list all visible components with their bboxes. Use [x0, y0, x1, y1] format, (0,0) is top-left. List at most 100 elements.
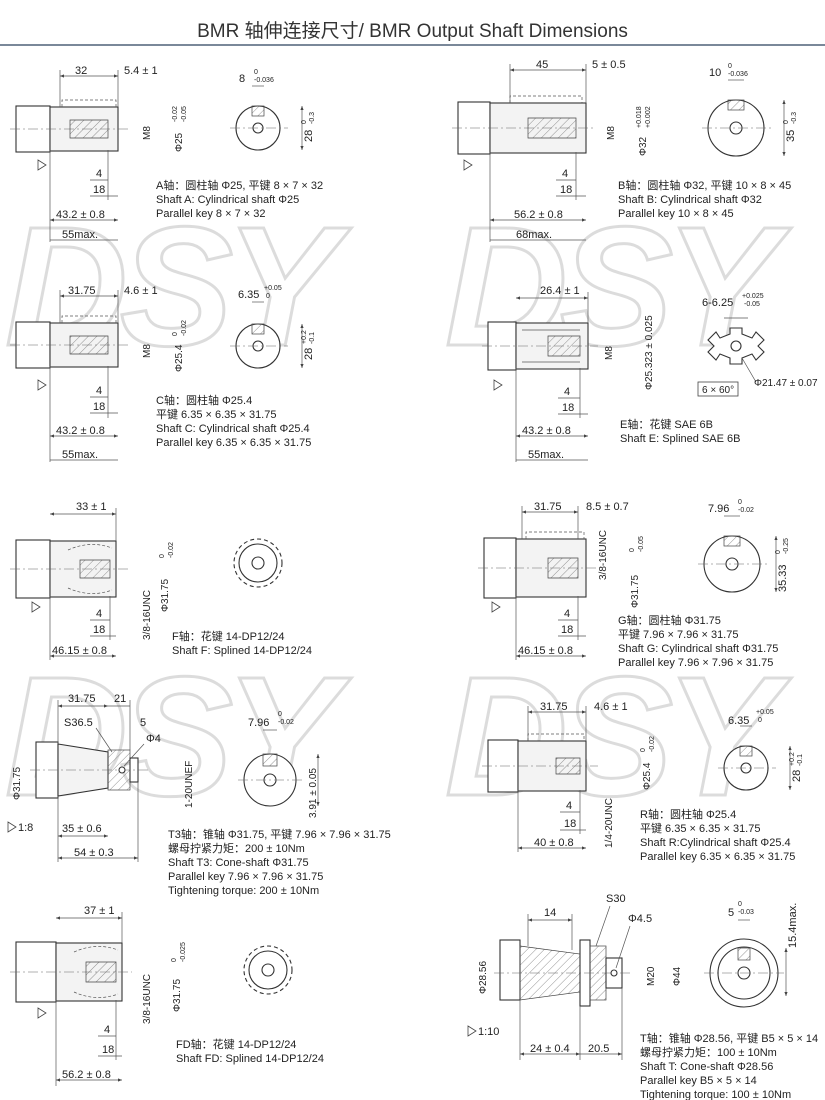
dim-label: 10	[709, 67, 721, 79]
spline-box	[697, 381, 739, 397]
dim-label: 55max.	[62, 449, 98, 461]
tol-label: -0.036	[728, 71, 748, 78]
dim-label: 43.2 ± 0.8	[56, 425, 105, 437]
dim-label: 1-20UNEF	[184, 761, 195, 808]
desc-line: Parallel key 7.96 × 7.96 × 31.75	[618, 657, 773, 669]
thread-hole	[547, 557, 579, 579]
pin-hole	[118, 766, 126, 774]
panel-b: 45 5 ± 0.5 M8 Φ32 +0.018 +0.002 4 18 56.…	[452, 59, 798, 242]
key-slot	[262, 753, 278, 767]
desc-line: B轴：圆柱轴 Φ32, 平键 10 × 8 × 45	[618, 178, 791, 192]
panel-fd: 37 ± 1 3/8-16UNC Φ31.75 0 -0.025 4 18 56…	[10, 905, 324, 1086]
desc-line: 螺母拧紧力矩：100 ± 10Nm	[640, 1045, 777, 1059]
section-hole	[251, 556, 265, 570]
tol-label: 0	[758, 717, 762, 724]
dim-label: 31.75	[68, 285, 96, 297]
surface-mark	[463, 159, 473, 171]
dim-label: Φ25.323 ± 0.025	[644, 315, 655, 390]
tol-label: 0	[728, 63, 732, 70]
desc-line: 平键 7.96 × 7.96 × 31.75	[618, 627, 738, 641]
dim-label: 5	[140, 717, 146, 729]
tol-label: +0.2	[301, 330, 308, 344]
dim-label: M8	[142, 126, 153, 140]
panel-t: 14 S30 Φ4.5 Φ28.56 M20 Φ44 1:10 24 ± 0.4…	[467, 893, 818, 1100]
dim-label: 18	[560, 184, 572, 196]
surface-mark	[31, 601, 41, 613]
tol-label: 0	[159, 554, 166, 558]
dim-label: M8	[604, 346, 615, 360]
cone-shaft	[57, 743, 109, 797]
surface-mark	[37, 379, 47, 391]
taper-mark	[467, 1025, 477, 1037]
dim-label: 31.75	[534, 501, 562, 513]
dim-label: Φ4.5	[628, 913, 652, 925]
dim-label: 15.4max.	[787, 903, 799, 948]
tol-label: -0.05	[181, 106, 188, 122]
tol-label: 0	[278, 711, 282, 718]
desc-line: Shaft B: Cylindrical shaft Φ32	[618, 194, 762, 206]
dim-label: 18	[102, 1044, 114, 1056]
key-outline	[527, 733, 585, 741]
dim-label: Φ44	[672, 966, 683, 986]
panel-g: 31.75 8.5 ± 0.7 3/8-16UNC Φ31.75 0 -0.05…	[478, 499, 790, 669]
tol-label: 0	[738, 499, 742, 506]
desc-line: Parallel key B5 × 5 × 14	[640, 1075, 757, 1087]
dim-label: 4	[564, 386, 570, 398]
tol-label: 0	[775, 550, 782, 554]
dim-label: 7.96	[708, 503, 729, 515]
tol-label: +0.2	[789, 752, 796, 766]
dim-label: 20.5	[588, 1043, 609, 1055]
desc-line: A轴：圆柱轴 Φ25, 平键 8 × 7 × 32	[156, 178, 323, 192]
dim-label: 6-6.25	[702, 297, 733, 309]
dim-label: 46.15 ± 0.8	[518, 645, 573, 657]
key-outline	[61, 99, 117, 107]
panel-t3: 31.75 21 S36.5 5 Φ4 Φ31.75 1:8 35 ± 0.6 …	[7, 693, 391, 897]
dim-label: 26.4 ± 1	[540, 285, 580, 297]
tol-label: -0.02	[168, 542, 175, 558]
desc-line: Shaft F: Splined 14-DP12/24	[172, 645, 312, 657]
surface-mark	[491, 601, 501, 613]
desc-line: R轴：圆柱轴 Φ25.4	[640, 807, 736, 821]
dim-label: 4	[96, 168, 102, 180]
tol-label: 0	[171, 958, 178, 962]
dim-label: 35 ± 0.6	[62, 823, 102, 835]
dim-label: 3.91 ± 0.05	[308, 768, 319, 818]
dim-label: 4	[566, 800, 572, 812]
desc-line: 平键 6.35 × 6.35 × 31.75	[156, 407, 276, 421]
tol-label: +0.025	[742, 293, 764, 300]
dim-label: 45	[536, 59, 548, 71]
dim-label: 56.2 ± 0.8	[62, 1069, 111, 1081]
desc-line: Parallel key 8 × 7 × 32	[156, 208, 265, 220]
dim-label: 14	[544, 907, 556, 919]
key-outline	[525, 531, 585, 539]
dim-label: S30	[606, 893, 626, 905]
dim-label: S36.5	[64, 717, 93, 729]
dim-label: 32	[75, 65, 87, 77]
dim-label: 56.2 ± 0.8	[514, 209, 563, 221]
dim-label: 7.96	[248, 717, 269, 729]
key-slot	[737, 947, 751, 961]
dim-label: 18	[93, 624, 105, 636]
tol-label: 0	[266, 293, 270, 300]
tol-label: -0.02	[181, 320, 188, 336]
tol-label: -0.036	[254, 77, 274, 84]
spline-outline	[73, 946, 119, 998]
tol-label: 0	[172, 332, 179, 336]
page-title: BMR 轴伸连接尺寸/ BMR Output Shaft Dimensions	[197, 21, 628, 42]
dim-label: 5 ± 0.5	[592, 59, 626, 71]
dim-line	[615, 925, 631, 969]
dim-label: 55max.	[62, 229, 98, 241]
dim-label: Φ31.75	[172, 979, 183, 1012]
dim-label: 24 ± 0.4	[530, 1043, 570, 1055]
tol-label: 0	[738, 901, 742, 908]
tol-label: -0.3	[791, 112, 798, 124]
key-slot	[739, 745, 753, 757]
pin-hole	[610, 969, 618, 977]
desc-line: Shaft FD: Splined 14-DP12/24	[176, 1053, 324, 1065]
dim-label: 6.35	[728, 715, 749, 727]
dim-label: M20	[646, 966, 657, 986]
surface-mark	[493, 379, 503, 391]
dim-label: Φ31.75	[630, 575, 641, 608]
tol-label: -0.02	[649, 736, 656, 752]
